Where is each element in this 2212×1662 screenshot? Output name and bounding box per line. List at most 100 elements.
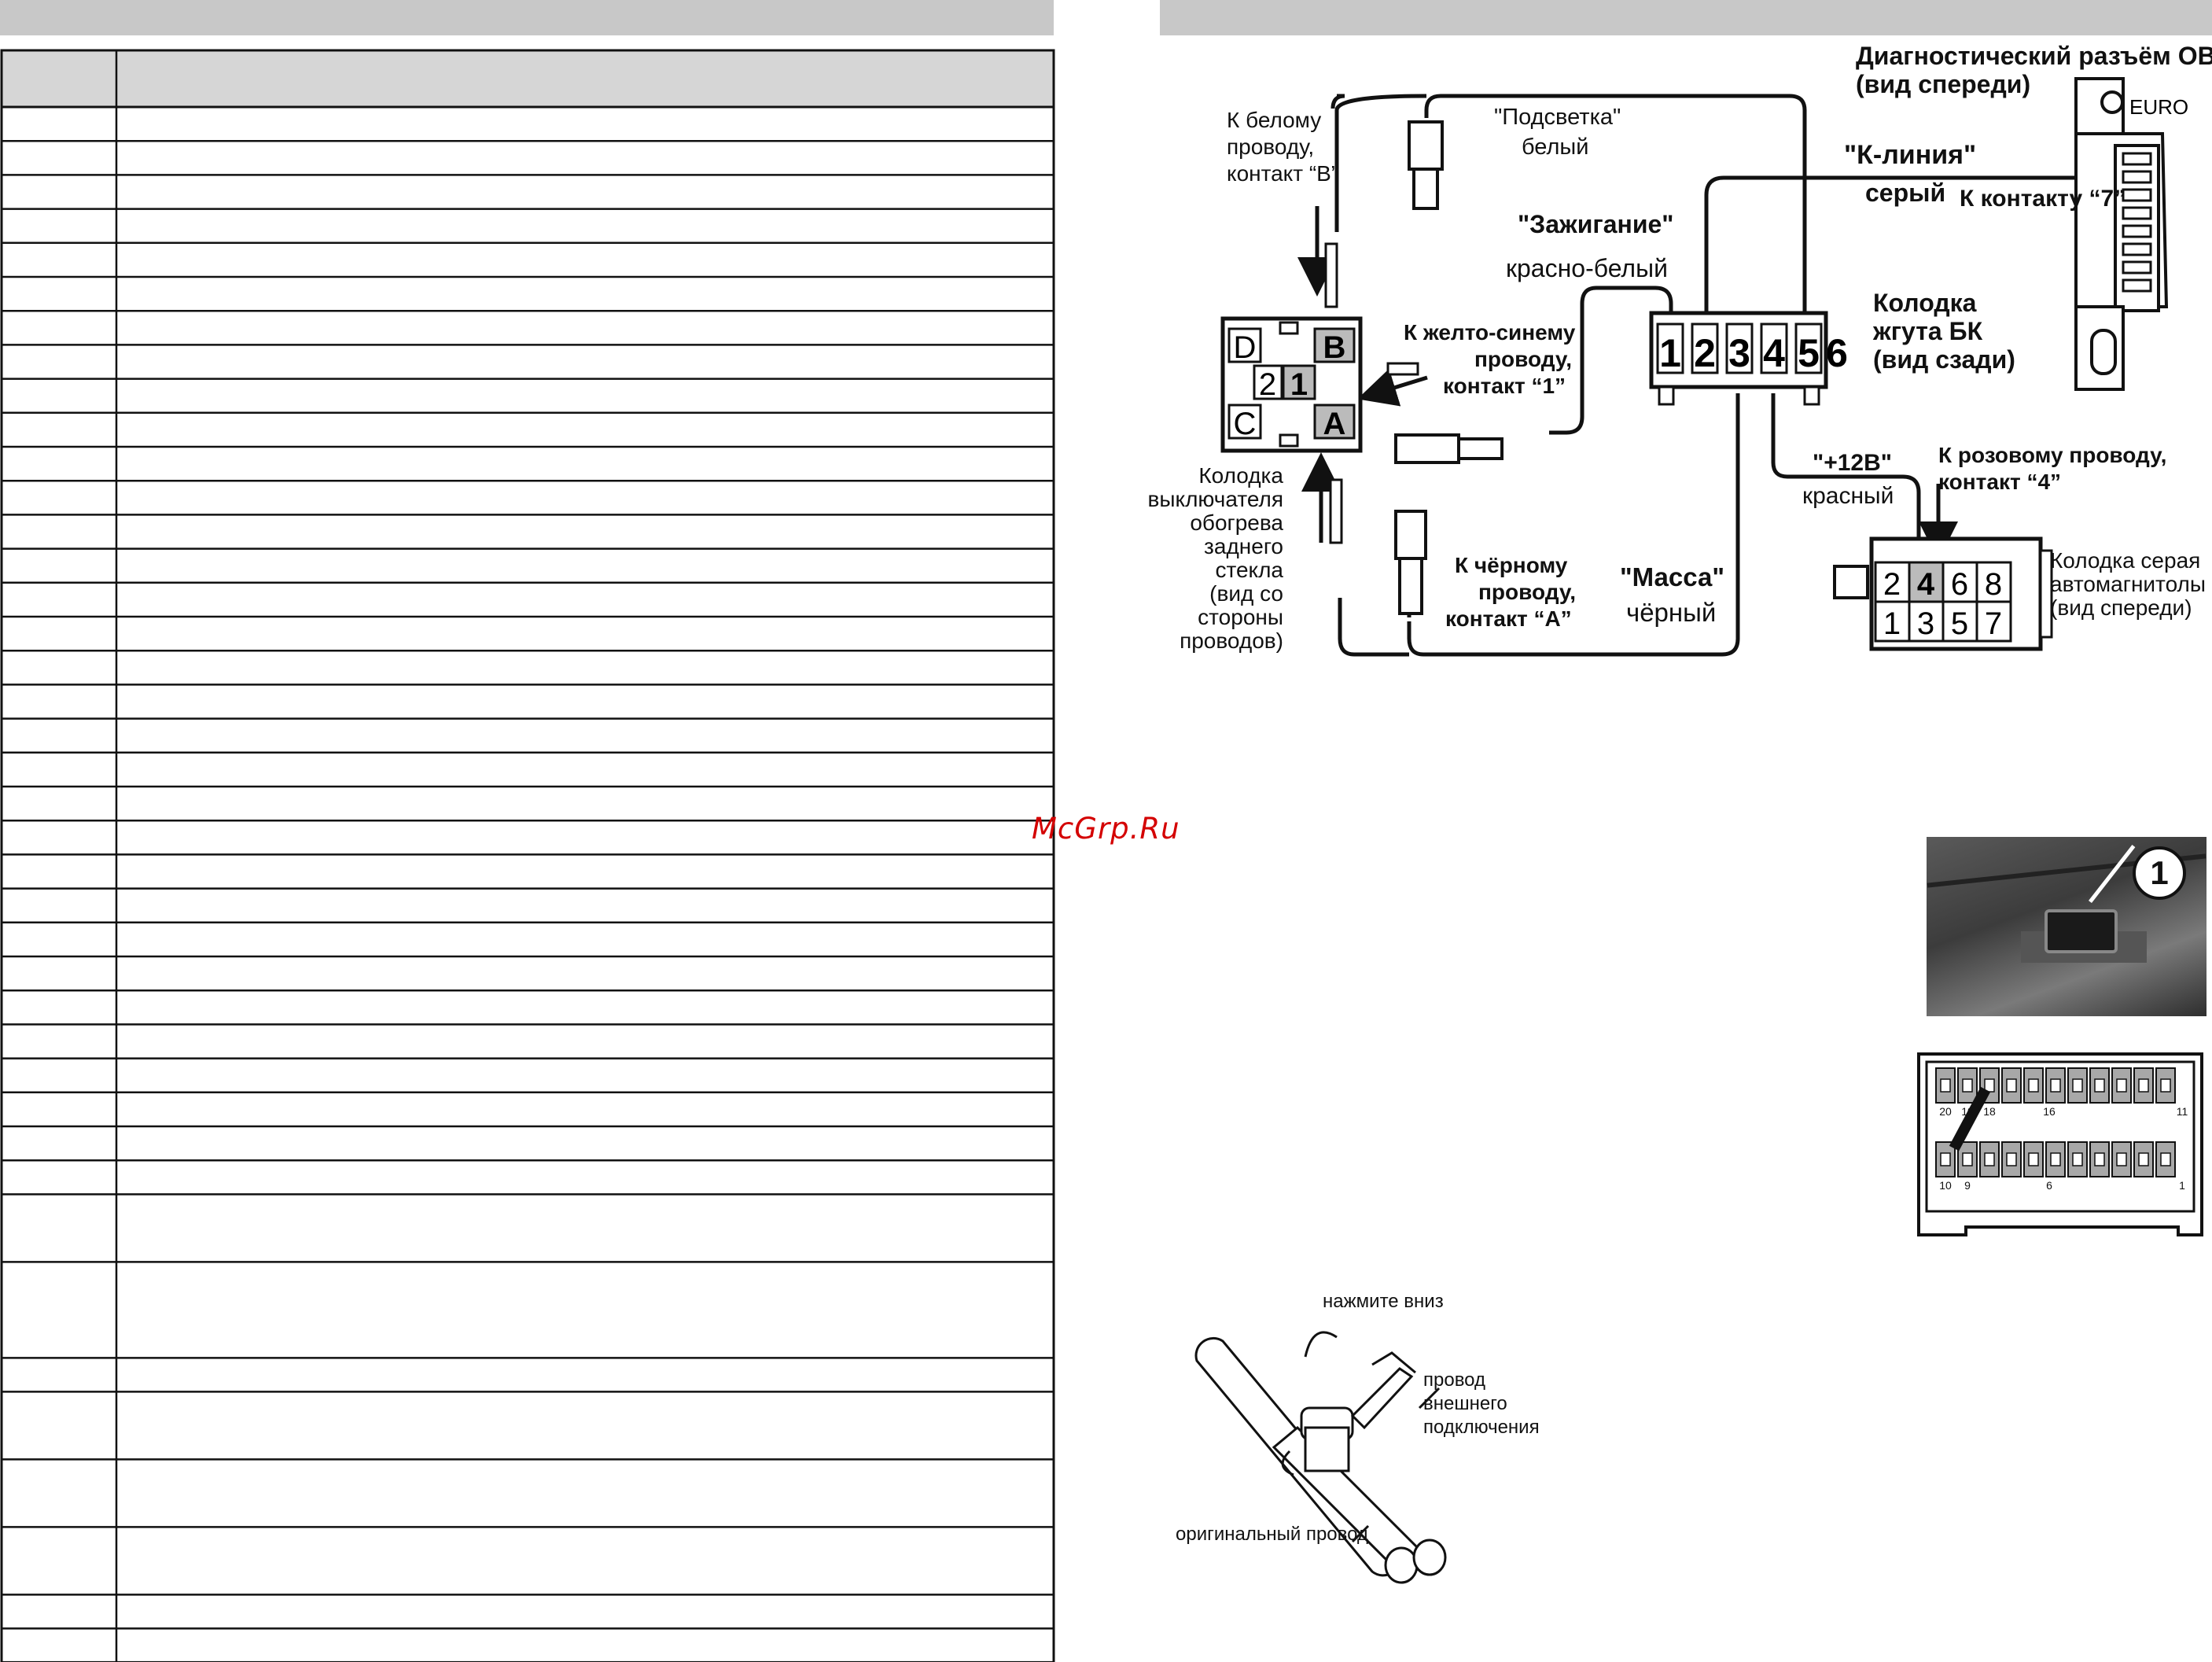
connector-pin-contact [2160, 1152, 2171, 1166]
pin-6: 6 [2046, 1179, 2052, 1192]
plus12-line2: красный [1802, 483, 1894, 509]
obd-connector [2074, 77, 2169, 391]
switch-label-C: C [1234, 407, 1257, 441]
switch-desc-2: выключателя [1148, 487, 1283, 511]
obd-euro-label: EURO [2129, 95, 2188, 119]
black-line2: проводу, [1478, 580, 1576, 604]
radio-pin-7: 7 [1985, 606, 2002, 641]
connector-pin-slot [1957, 1067, 1978, 1104]
obd-title: Диагностический разъём OBD II [1856, 42, 2212, 70]
radio-pin-3: 3 [1917, 606, 1934, 641]
bk-label-line2: жгута БК [1872, 317, 1983, 345]
pin-10: 10 [1939, 1179, 1952, 1192]
photo-obd-port [2045, 909, 2118, 953]
clip-press-down: нажмите вниз [1323, 1291, 1444, 1312]
ground-line2: чёрный [1626, 598, 1716, 627]
connector-pin-contact [2006, 1152, 2017, 1166]
radio-connector: 2 4 6 8 1 3 5 7 [1833, 536, 2053, 651]
connector-pin-contact [1962, 1078, 1973, 1093]
pin-20: 20 [1939, 1105, 1952, 1118]
watermark: McGrp.Ru [1032, 812, 1180, 846]
radio-pin-1: 1 [1883, 606, 1901, 641]
black-line1: К чёрному [1455, 553, 1568, 577]
spec-table-grid [0, 49, 1055, 1662]
connector-pin-contact [2072, 1152, 2083, 1166]
radio-pin-8: 8 [1985, 567, 2002, 602]
bk-pin-1: 1 [1659, 331, 1681, 375]
kline-line2: серый [1865, 179, 1945, 207]
connector-pin-contact [2050, 1152, 2061, 1166]
connector-pin-contact [2116, 1152, 2127, 1166]
switch-desc-7: стороны [1198, 605, 1283, 629]
clip-ext-line2: внешнего [1423, 1393, 1507, 1414]
bk-pin-2: 2 [1694, 331, 1716, 375]
switch-label-A: A [1323, 407, 1346, 441]
switch-label-D: D [1234, 330, 1257, 365]
connector-pin-contact [2138, 1078, 2149, 1093]
clip-original: оригинальный провод [1176, 1524, 1368, 1545]
ignition-line2: красно-белый [1506, 254, 1668, 282]
defrost-switch-connector: D B 2 1 C A [1220, 316, 1363, 453]
radio-pin-6: 6 [1951, 567, 1968, 602]
connector-pin-contact [2028, 1152, 2039, 1166]
pin-16: 16 [2043, 1105, 2056, 1118]
switch-label-B: B [1323, 330, 1346, 365]
backlight-line2: белый [1522, 135, 1588, 160]
bk-label-line3: (вид сзади) [1873, 345, 2015, 374]
switch-desc-8: проводов) [1180, 628, 1283, 653]
wires [1331, 94, 2127, 657]
ignition-line1: "Зажигание" [1518, 210, 1673, 238]
yellow-blue-line2: проводу, [1474, 347, 1572, 371]
radio-desc-1: Колодка серая [2050, 548, 2200, 573]
pin-9: 9 [1964, 1179, 1971, 1192]
photo-arrow [2089, 845, 2136, 904]
bk-harness-connector: 1 2 3 4 5 6 [1649, 311, 1848, 406]
pin-11: 11 [2177, 1105, 2188, 1118]
bk-pin-4: 4 [1763, 331, 1785, 375]
wire-tap-clip [1194, 1331, 1447, 1584]
pin-1-terminal [1386, 362, 1419, 376]
to-white-line3: контакт “B” [1227, 161, 1338, 186]
bk-pin-5: 5 [1798, 331, 1820, 375]
pink-line1: К розовому проводу, [1938, 443, 2166, 467]
bk-label-line1: Колодка [1873, 289, 1977, 317]
backlight-line1: "Подсветка" [1494, 105, 1621, 130]
connector-pin-contact [1962, 1152, 1973, 1166]
connector-pin-contact [1984, 1152, 1995, 1166]
radio-pin-5: 5 [1951, 606, 1968, 641]
clip-ext-line3: подключения [1423, 1417, 1540, 1438]
switch-desc-6: (вид со [1209, 581, 1283, 606]
connector-pin-contact [2094, 1152, 2105, 1166]
arrow-to-1 [1357, 368, 1428, 407]
connector-pin-contact [2138, 1152, 2149, 1166]
pin-1: 1 [2179, 1179, 2185, 1192]
bk-pin-3: 3 [1728, 331, 1750, 375]
switch-label-1: 1 [1290, 367, 1308, 402]
connector-pin-contact [2160, 1078, 2171, 1093]
radio-pin-2: 2 [1883, 567, 1901, 602]
switch-desc-4: заднего [1204, 534, 1283, 558]
connector-pin-contact [2028, 1078, 2039, 1093]
to-white-line1: К белому [1227, 108, 1321, 132]
switch-label-2: 2 [1259, 367, 1276, 402]
pink-line2: контакт “4” [1938, 470, 2061, 494]
photo-marker: 1 [2133, 846, 2186, 900]
jumper-line [1949, 1086, 1991, 1152]
radio-desc-2: автомагнитолы [2050, 572, 2206, 596]
connector-pin-contact [2116, 1078, 2127, 1093]
black-line3: контакт “A” [1445, 606, 1572, 631]
switch-desc-1: Колодка [1198, 463, 1283, 488]
right-header-bar [1160, 0, 2212, 35]
obd-subtitle: (вид спереди) [1856, 70, 2030, 98]
obd-location-photo: 1 [1927, 837, 2206, 1016]
ground-line1: "Масса" [1620, 562, 1724, 591]
inline-connectors [1394, 120, 1503, 615]
connector-pin-contact [2050, 1078, 2061, 1093]
plus12-line1: "+12В" [1813, 450, 1892, 476]
switch-desc-3: обогрева [1190, 510, 1283, 535]
bk-pin-6: 6 [1826, 331, 1848, 375]
kline-line1: "К-линия" [1844, 140, 1976, 170]
yellow-blue-line3: контакт “1” [1443, 374, 1566, 398]
to-pin7-label: К контакту “7” [1960, 186, 2126, 212]
